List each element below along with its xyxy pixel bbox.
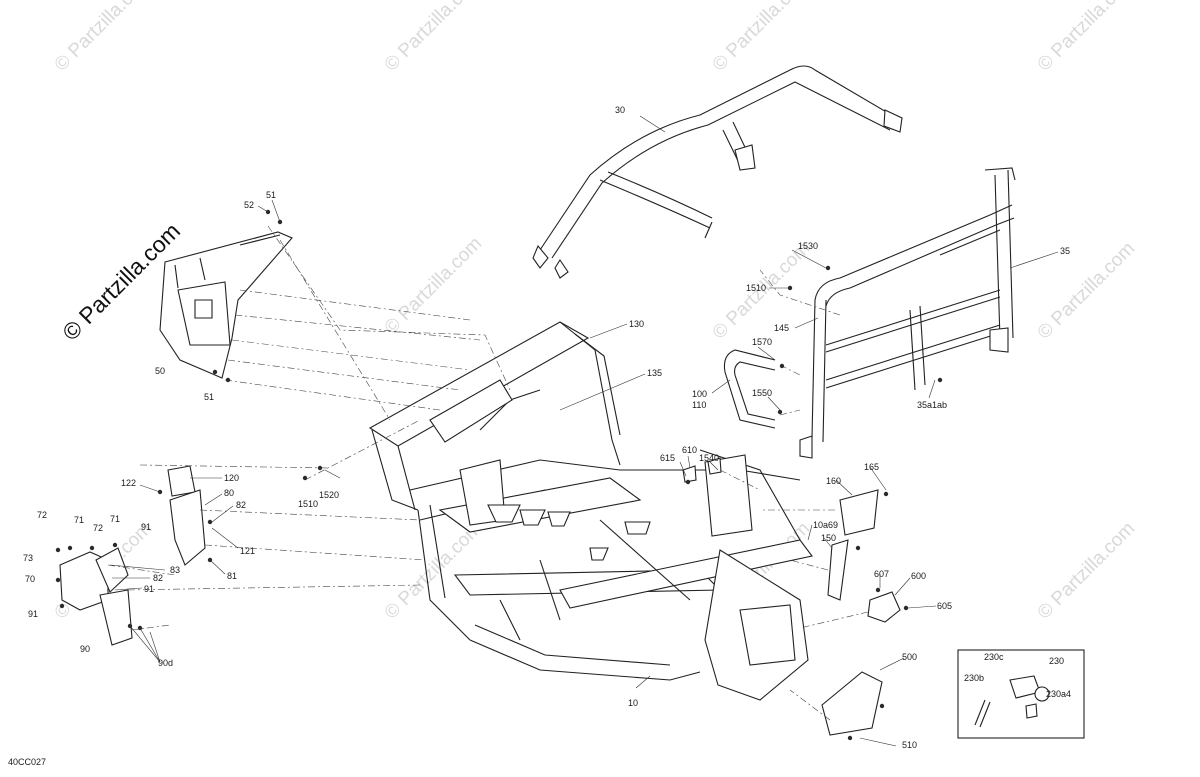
callout-130: 130 xyxy=(629,319,644,329)
callout-52: 52 xyxy=(244,200,254,210)
callout-160: 160 xyxy=(826,476,841,486)
side-bar-part-100 xyxy=(723,349,776,429)
callout-91-c: 91 xyxy=(28,609,38,619)
callout-510: 510 xyxy=(902,740,917,750)
callout-70: 70 xyxy=(25,574,35,584)
assembly-lines xyxy=(107,225,869,721)
callout-120: 120 xyxy=(224,473,239,483)
bracket-160 xyxy=(839,489,879,536)
callout-91-b: 91 xyxy=(144,584,154,594)
callout-10: 10 xyxy=(628,698,638,708)
callout-1570: 1570 xyxy=(752,337,772,347)
callout-90: 90 xyxy=(80,644,90,654)
watermark-text: © Partzilla.com xyxy=(1034,0,1139,76)
roll-cage-part-30 xyxy=(532,65,903,279)
diagram-code: 40CC027 xyxy=(8,757,46,767)
callout-100: 100 xyxy=(692,389,707,399)
callout-1510: 1510 xyxy=(746,283,766,293)
callout-35a1ab: 35a1ab xyxy=(917,400,947,410)
callout-605: 605 xyxy=(937,601,952,611)
plate-150 xyxy=(827,539,849,601)
callout-1530: 1530 xyxy=(798,241,818,251)
inset-frame xyxy=(957,649,1085,739)
callout-230c: 230c xyxy=(984,652,1004,662)
callout-150: 150 xyxy=(821,533,836,543)
rear-cage-part-35 xyxy=(799,167,1016,459)
watermark-text: © Partzilla.com xyxy=(1034,238,1139,343)
watermark-text: © Partzilla.com xyxy=(1034,518,1139,623)
callout-50: 50 xyxy=(155,366,165,376)
callout-80: 80 xyxy=(224,488,234,498)
callout-1550: 1550 xyxy=(752,388,772,398)
watermark-text: © Partzilla.com xyxy=(381,233,486,338)
callout-1540: 1540 xyxy=(699,453,719,463)
hitch-inset-230 xyxy=(957,649,1085,739)
callout-145: 145 xyxy=(774,323,789,333)
front-bracket-part-50 xyxy=(159,231,293,379)
callout-83: 83 xyxy=(170,565,180,575)
callout-110: 110 xyxy=(692,400,706,410)
small-parts-right xyxy=(682,457,901,736)
callout-135: 135 xyxy=(647,368,662,378)
callout-72-a: 72 xyxy=(37,510,47,520)
callout-1520: 1520 xyxy=(319,490,339,500)
watermark-text: © Partzilla.com xyxy=(381,0,486,76)
watermark-text: © Partzilla.com xyxy=(51,0,156,76)
skid-plate-500 xyxy=(821,671,883,736)
mount-600 xyxy=(867,591,901,623)
callout-82-a: 82 xyxy=(236,500,246,510)
callout-165: 165 xyxy=(864,462,879,472)
callout-1510-b: 1510 xyxy=(298,499,318,509)
callout-121: 121 xyxy=(240,546,255,556)
callout-51-top: 51 xyxy=(266,190,276,200)
callout-90d: 90d xyxy=(158,658,173,668)
callout-230b: 230b xyxy=(964,673,984,683)
clip-610 xyxy=(682,465,697,483)
callout-51-bottom: 51 xyxy=(204,392,214,402)
main-frame-part-10 xyxy=(368,321,813,701)
callout-30: 30 xyxy=(615,105,625,115)
callout-35: 35 xyxy=(1060,246,1070,256)
callout-610: 610 xyxy=(682,445,697,455)
watermark-text: © Partzilla.com xyxy=(709,0,814,76)
callout-615: 615 xyxy=(660,453,675,463)
callout-230a4: 230a4 xyxy=(1046,689,1071,699)
callout-71-b: 71 xyxy=(110,514,120,524)
callout-labels: 30 35 35a1ab 1530 1510 145 1570 100 110 … xyxy=(8,105,1071,767)
bracket-assembly-70-90 xyxy=(59,465,206,646)
callout-81: 81 xyxy=(227,571,237,581)
callout-607: 607 xyxy=(874,569,889,579)
callout-10a69: 10a69 xyxy=(813,520,838,530)
callout-71-a: 71 xyxy=(74,515,84,525)
callout-72-b: 72 xyxy=(93,523,103,533)
callout-500: 500 xyxy=(902,652,917,662)
leader-lines xyxy=(109,115,1059,747)
callout-600: 600 xyxy=(911,571,926,581)
callout-73: 73 xyxy=(23,553,33,563)
callout-230: 230 xyxy=(1049,656,1064,666)
watermark-text: © Partzilla.com xyxy=(381,518,486,623)
callout-122: 122 xyxy=(121,478,136,488)
callout-82-b: 82 xyxy=(153,573,163,583)
callout-91-a: 91 xyxy=(141,522,151,532)
